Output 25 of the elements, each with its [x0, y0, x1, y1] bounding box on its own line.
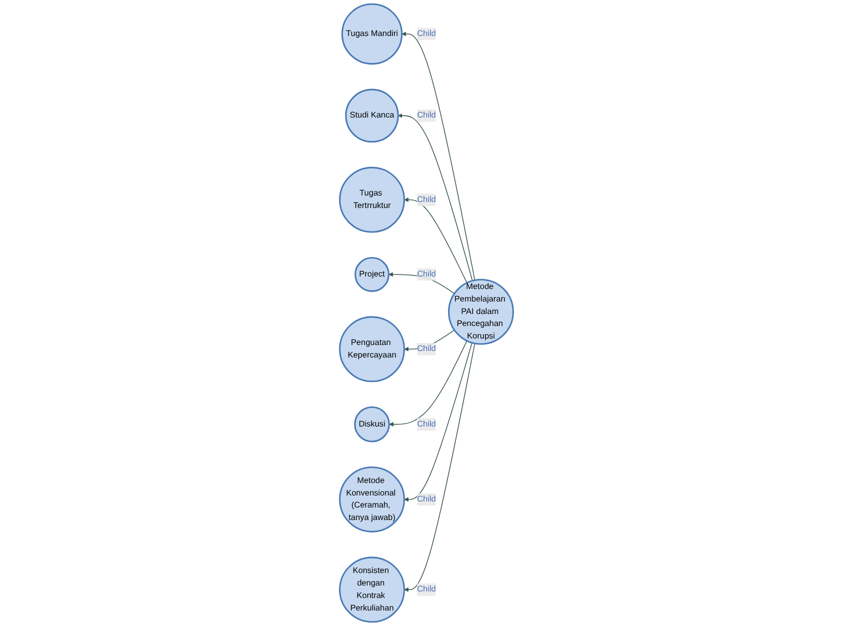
arrow [388, 340, 468, 427]
node-circle: Studi Kanca [345, 88, 399, 143]
node-circle: Metode Pembelajaran PAI dalam Pencegahan Korupsi [448, 278, 514, 345]
edge-label: Child [417, 29, 436, 38]
node-circle: Penguatan Kepercayaan [339, 316, 405, 382]
arrow [404, 343, 476, 592]
arrow [388, 272, 455, 294]
node-circle: Project [354, 257, 390, 292]
edge-label: Child [417, 195, 436, 204]
node-circle: Diskusi [354, 406, 390, 442]
node-circle: Konsisten dengan Kontrak Perkuliahan [339, 556, 405, 623]
edge-label: Child [417, 585, 436, 594]
arrow [402, 32, 476, 281]
arrow [404, 198, 468, 284]
edge-label: Child [417, 420, 436, 428]
node-circle: Metode Konvensional (Ceramah, tanya jawab) [339, 466, 405, 532]
edge-label: Child [417, 111, 436, 120]
arrow [398, 113, 473, 282]
edge-label: Child [417, 270, 436, 279]
node-circle: Tugas Mandiri [341, 3, 403, 65]
node-circle: Tugas Tertrruktur [339, 166, 405, 233]
edge-label: Child [417, 344, 436, 354]
edge-label: Child [417, 494, 436, 504]
arrow [404, 330, 455, 352]
arrow [404, 342, 472, 502]
